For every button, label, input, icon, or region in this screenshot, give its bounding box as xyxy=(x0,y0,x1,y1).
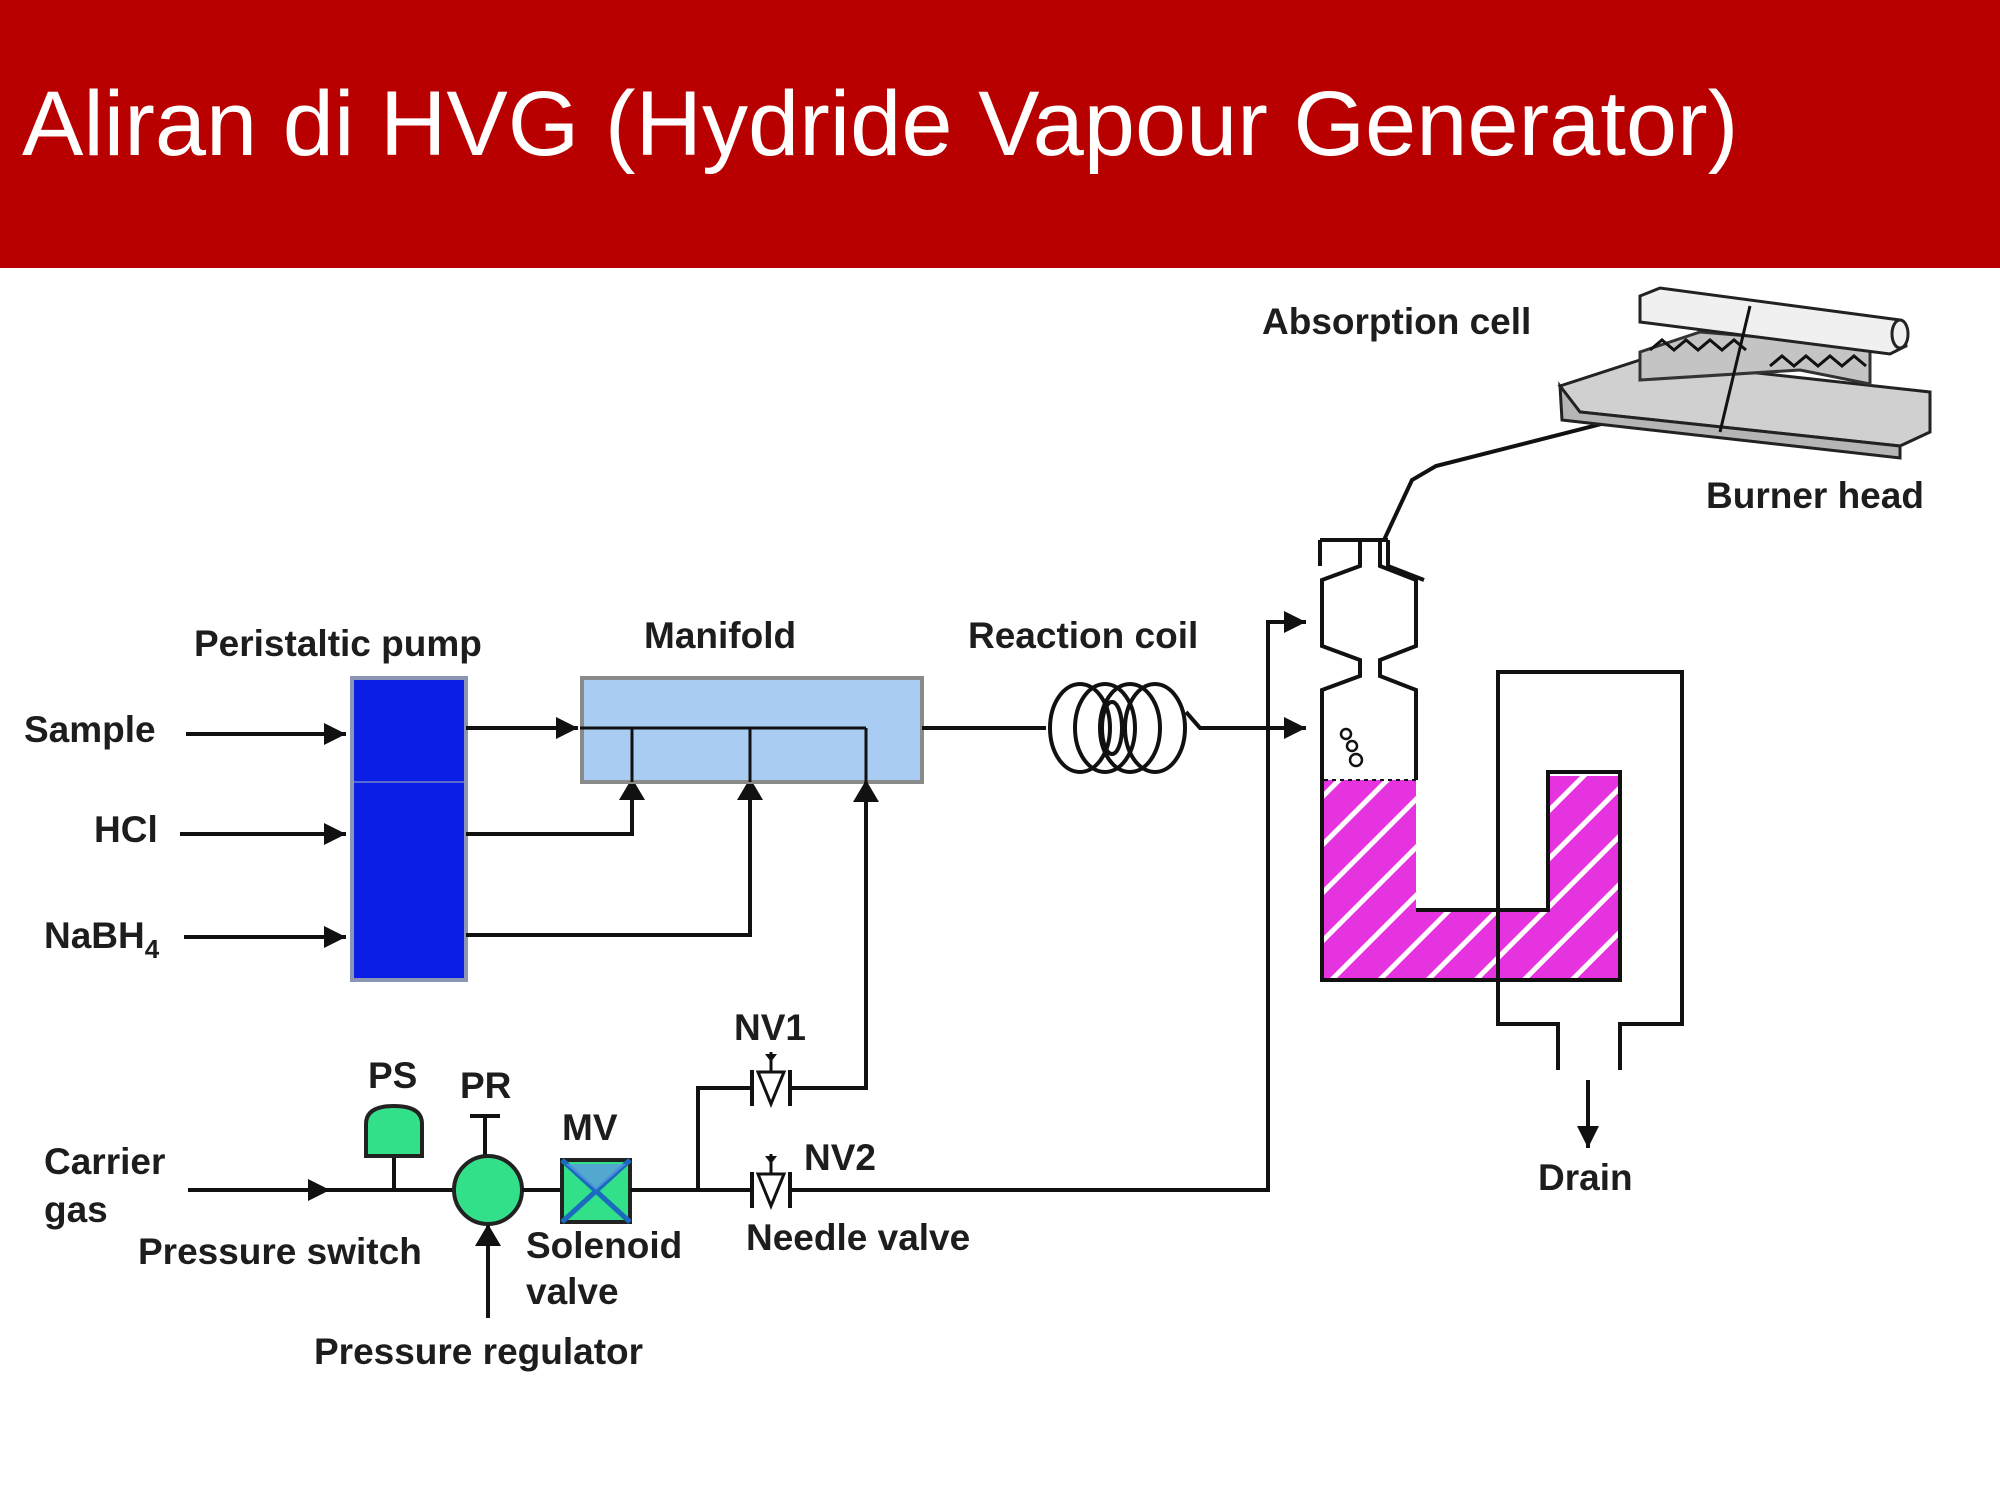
burner-head-and-absorption-cell xyxy=(1557,286,1932,460)
peristaltic-pump-block xyxy=(350,676,468,982)
label-pr: PR xyxy=(460,1065,511,1106)
separator-to-burner-line xyxy=(1382,402,1681,541)
label-needle-valve: Needle valve xyxy=(746,1217,970,1258)
label-nv1: NV1 xyxy=(734,1007,806,1048)
bubble-2 xyxy=(1345,739,1359,753)
label-carrier-gas-line1: Carrier xyxy=(44,1141,165,1182)
reaction-coil xyxy=(1048,682,1187,774)
pressure-regulator-symbol xyxy=(452,1154,524,1226)
label-sample: Sample xyxy=(24,709,156,750)
needle-valve-nv1-symbol xyxy=(750,1052,792,1108)
slide-header: Aliran di HVG (Hydride Vapour Generator) xyxy=(0,0,2000,268)
label-nabh4-subscript: 4 xyxy=(145,934,160,964)
overflow-channel-right xyxy=(1496,670,1684,1070)
label-pressure-regulator: Pressure regulator xyxy=(314,1331,643,1372)
label-manifold: Manifold xyxy=(644,615,796,656)
nabh4-to-manifold-line xyxy=(466,780,752,937)
label-burner-head: Burner head xyxy=(1706,475,1924,516)
label-solenoid-valve-line1: Solenoid xyxy=(526,1225,682,1266)
liquid-chamber-wall xyxy=(1320,690,1622,982)
separator-neck-left xyxy=(1320,540,1382,780)
hcl-to-manifold-line xyxy=(466,780,634,836)
label-drain: Drain xyxy=(1538,1157,1633,1198)
label-nabh4-base: NaBH xyxy=(44,915,145,956)
label-carrier-gas-line2: gas xyxy=(44,1189,108,1230)
separator-top xyxy=(1358,538,1425,582)
coil-to-separator-line xyxy=(1184,710,1306,739)
nv1-to-manifold-line xyxy=(790,782,868,1090)
bubble-3 xyxy=(1348,752,1364,768)
label-absorption-cell: Absorption cell xyxy=(1262,301,1531,342)
label-pressure-switch: Pressure switch xyxy=(138,1231,422,1272)
label-hcl: HCl xyxy=(94,809,158,850)
slide-title: Aliran di HVG (Hydride Vapour Generator) xyxy=(22,73,1739,175)
bubble-1 xyxy=(1339,727,1353,741)
pressure-switch-symbol xyxy=(364,1103,424,1158)
hcl-inlet-arrow xyxy=(619,778,645,800)
nabh4-inlet-arrow xyxy=(737,778,763,800)
nv2-to-separator-line xyxy=(790,611,1306,1192)
label-reaction-coil: Reaction coil xyxy=(968,615,1198,656)
label-nv2: NV2 xyxy=(804,1137,876,1178)
label-peristaltic-pump: Peristaltic pump xyxy=(194,623,482,664)
label-solenoid-valve-line2: valve xyxy=(526,1271,619,1312)
pr-input-arrow xyxy=(475,1224,501,1246)
solenoid-valve-symbol xyxy=(560,1158,632,1224)
nv1-inlet-arrow xyxy=(853,780,879,802)
overflow-channel-left xyxy=(1496,980,1560,1070)
hatched-liquid xyxy=(1322,776,1620,980)
label-mv: MV xyxy=(562,1107,618,1148)
needle-valve-nv2-symbol xyxy=(750,1154,792,1210)
label-nabh4: NaBH4 xyxy=(44,915,160,964)
branch-to-nv1-line xyxy=(696,1086,750,1190)
label-ps: PS xyxy=(368,1055,417,1096)
